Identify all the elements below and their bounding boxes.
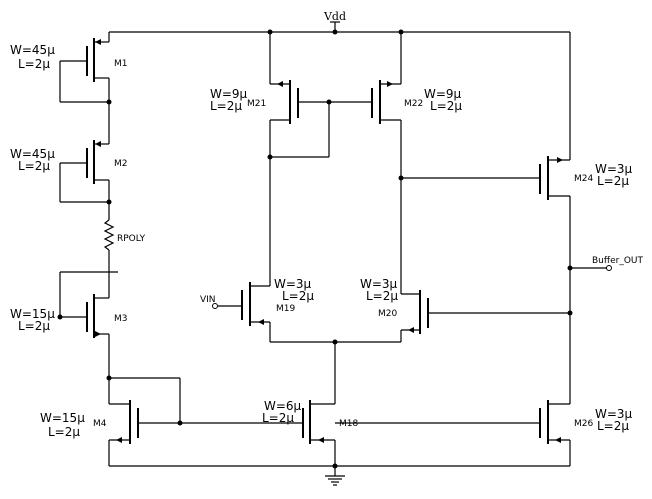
m26-width: W=3μ [595, 407, 633, 421]
m1-name: M1 [114, 59, 128, 69]
m4-length: L=2μ [48, 425, 80, 439]
output-label: Buffer_OUT [592, 256, 643, 266]
m3-name: M3 [114, 314, 128, 324]
m18-width: W=6μ [264, 399, 302, 413]
m26-name: M26 [574, 419, 593, 429]
m19-width: W=3μ [274, 277, 312, 291]
m18-name: M18 [339, 419, 358, 429]
m20-width: W=3μ [360, 277, 398, 291]
m4-width: W=15μ [40, 411, 85, 425]
m4-name: M4 [93, 419, 107, 429]
ground-rail [109, 463, 570, 476]
m22-name: M22 [404, 99, 423, 109]
m18-wiring [302, 342, 336, 466]
vin-pin[interactable] [212, 303, 218, 309]
m18-length: L=2μ [262, 411, 294, 425]
m26-length: L=2μ [597, 419, 629, 433]
m21-name: M21 [247, 99, 266, 109]
ground-icon [325, 475, 345, 486]
m2-length: L=2μ [18, 159, 50, 173]
m24-name: M24 [574, 174, 593, 184]
bias-gate-line [138, 420, 540, 426]
m21-width: W=9μ [210, 87, 248, 101]
m1-width: W=45μ [10, 43, 55, 57]
m22-width: W=9μ [424, 87, 462, 101]
m3-length: L=2μ [18, 319, 50, 333]
rpoly-label: RPOLY [117, 234, 146, 244]
m20-name: M20 [378, 309, 397, 319]
bias-stack-wiring [57, 32, 181, 466]
vin-label: VIN [200, 295, 216, 305]
m19-length: L=2μ [282, 289, 314, 303]
body-arrows [95, 39, 563, 443]
m2-width: W=45μ [10, 147, 55, 161]
m19-name: M19 [276, 304, 295, 314]
m22-length: L=2μ [430, 99, 462, 113]
mirror-load-wiring [267, 32, 540, 181]
vdd-rail [109, 21, 570, 35]
vdd-label: Vdd [323, 10, 346, 23]
output-stage-wiring [539, 32, 607, 466]
m2-name: M2 [114, 159, 128, 169]
m3-width: W=15μ [10, 307, 55, 321]
m24-width: W=3μ [595, 162, 633, 176]
m21-length: L=2μ [210, 99, 242, 113]
output-pin[interactable] [606, 265, 612, 271]
m24-length: L=2μ [597, 174, 629, 188]
m1-length: L=2μ [18, 57, 50, 71]
m20-length: L=2μ [366, 289, 398, 303]
